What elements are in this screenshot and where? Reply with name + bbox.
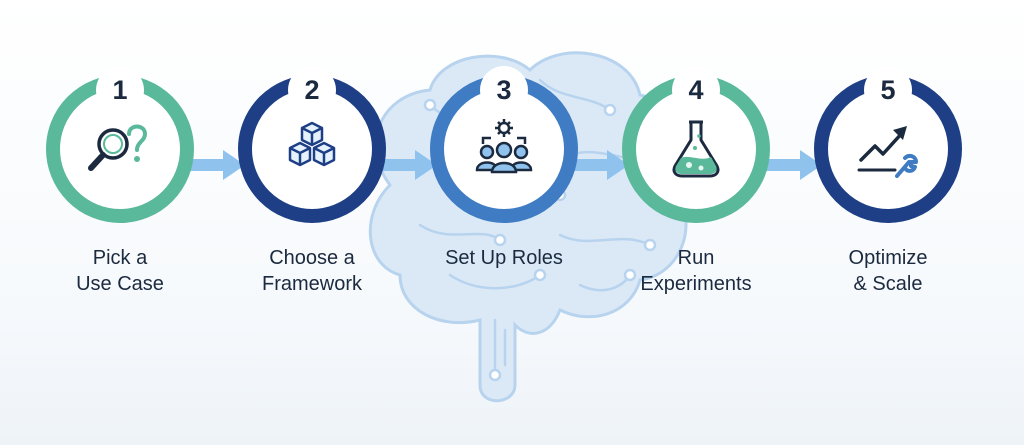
- step-number: 5: [864, 66, 912, 114]
- arrow-right-icon: [185, 150, 245, 180]
- step-label: Set Up Roles: [404, 245, 604, 271]
- arrow-right-icon: [762, 150, 822, 180]
- step-label-line: Choose a: [269, 247, 355, 269]
- step-label: Choose a Framework: [212, 245, 412, 297]
- magnifier-question-icon: [88, 124, 148, 171]
- step-label-line: Set Up Roles: [445, 247, 563, 269]
- arrow-right-icon: [377, 150, 437, 180]
- step-label-line: Optimize: [848, 247, 928, 269]
- step-label: Run Experiments: [596, 245, 796, 297]
- arrow-right-icon: [569, 150, 629, 180]
- step-number: 4: [672, 66, 720, 114]
- step-number: 1: [96, 66, 144, 114]
- step-label-line: Experiments: [640, 273, 752, 295]
- step-label-line: & Scale: [853, 273, 923, 295]
- step-label-line: Run: [677, 247, 715, 269]
- stacked-cubes-icon: [288, 121, 336, 167]
- step-number: 3: [480, 66, 528, 114]
- team-gear-icon: [475, 119, 533, 174]
- step-label-line: Framework: [261, 273, 362, 295]
- step-number: 2: [288, 66, 336, 114]
- chart-wrench-icon: [857, 126, 918, 178]
- flask-icon: [672, 120, 720, 178]
- step-label: Pick a Use Case: [20, 245, 220, 297]
- step-label-line: Pick a: [92, 247, 148, 269]
- step-label: Optimize & Scale: [788, 245, 988, 297]
- step-label-line: Use Case: [76, 273, 164, 295]
